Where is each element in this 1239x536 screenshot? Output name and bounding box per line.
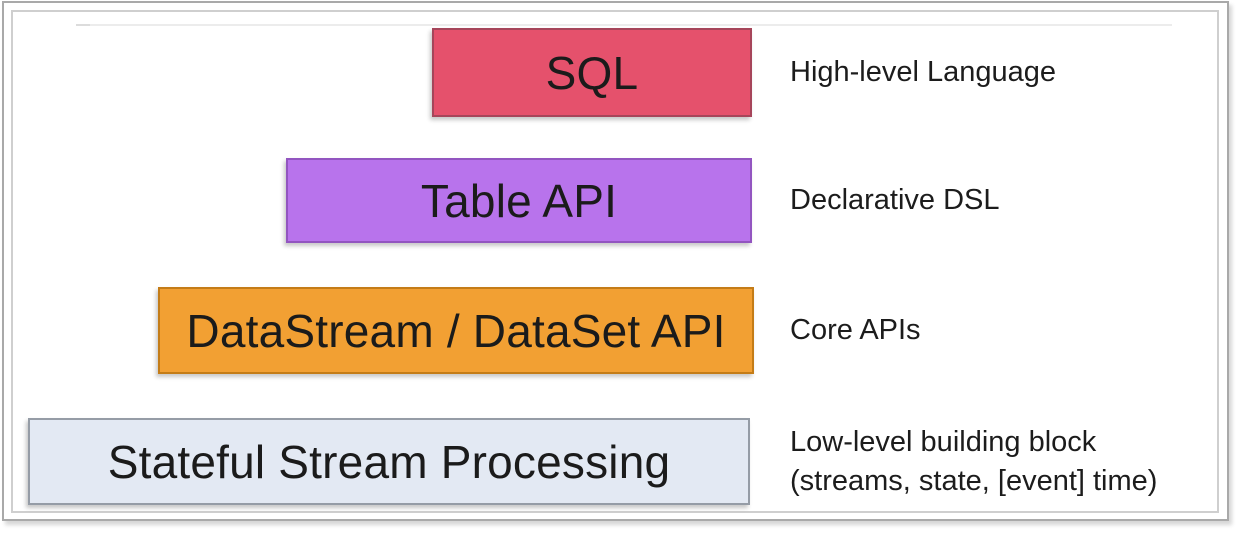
annotation-line: Low-level building block — [790, 426, 1097, 459]
layer-label-stateful-stream-processing: Stateful Stream Processing — [107, 435, 671, 488]
placeholder-rule-cap — [76, 24, 90, 26]
annotation-line: High-level Language — [790, 56, 1057, 89]
layer-box-sql: SQL — [432, 28, 752, 117]
layer-box-stateful-stream-processing: Stateful Stream Processing — [28, 418, 750, 505]
annotation-sql: High-level Language — [790, 28, 1056, 117]
layer-box-datastream-dataset-api: DataStream / DataSet API — [158, 287, 754, 374]
placeholder-rule — [76, 24, 1172, 26]
layer-label-datastream-dataset-api: DataStream / DataSet API — [186, 304, 726, 357]
annotation-line: Declarative DSL — [790, 184, 1000, 217]
annotation-line: (streams, state, [event] time) — [790, 464, 1158, 497]
layer-label-table-api: Table API — [420, 174, 618, 227]
layer-box-table-api: Table API — [286, 158, 752, 243]
annotation-table-api: Declarative DSL — [790, 158, 1000, 243]
annotation-stateful-stream-processing: Low-level building block (streams, state… — [790, 418, 1157, 505]
layer-label-sql: SQL — [545, 46, 639, 99]
annotation-datastream-dataset-api: Core APIs — [790, 287, 921, 374]
annotation-line: Core APIs — [790, 314, 921, 347]
